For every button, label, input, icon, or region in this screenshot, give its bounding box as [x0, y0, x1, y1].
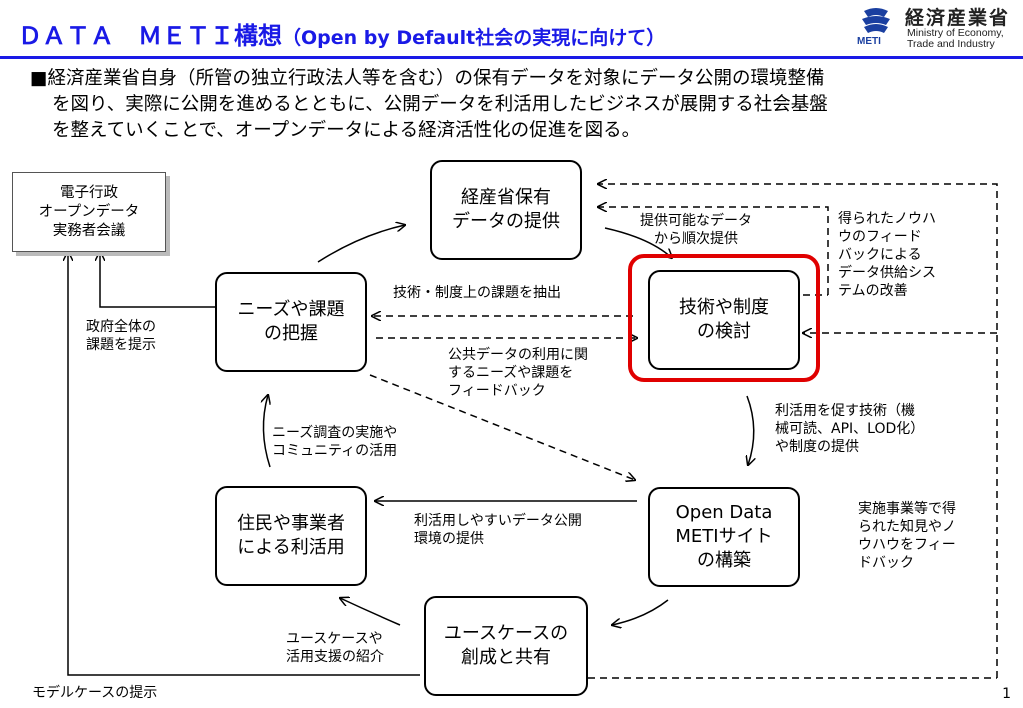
- node-tech-line-2: の検討: [697, 321, 751, 342]
- node-council: 電子行政 オープンデータ 実務者会議: [12, 172, 166, 252]
- node-residents-line-2: による利活用: [237, 537, 345, 558]
- label-provide-sequential-2: から順次提供: [654, 231, 738, 247]
- dashed-loop-top: [598, 184, 998, 678]
- label-usecase-intro-1: ユースケースや: [286, 631, 383, 647]
- node-needs: ニーズや課題 の把握: [215, 272, 367, 372]
- label-know-how-3: バックによる: [838, 247, 922, 263]
- label-public-data-feedback-3: フィードバック: [448, 383, 546, 399]
- label-promote-tech-3: や制度の提供: [775, 439, 859, 455]
- title-divider: [0, 56, 1023, 59]
- label-implement-feedback: 実施事業等で得 られた知見やノ ウハウをフィー ドバック: [858, 500, 956, 572]
- node-meti-data-line-2: データの提供: [452, 211, 560, 232]
- node-needs-line-1: ニーズや課題: [237, 299, 345, 320]
- node-site-line-2: METIサイト: [675, 526, 773, 547]
- label-public-data-feedback-2: するニーズや課題を: [448, 365, 574, 381]
- label-know-how-2: ウのフィード: [838, 229, 922, 245]
- tech-highlight-frame: [628, 254, 820, 382]
- node-residents: 住民や事業者 による利活用: [215, 486, 367, 586]
- logo-org-en-1: Ministry of Economy,: [907, 27, 1004, 39]
- label-know-how: 得られたノウハ ウのフィード バックによる データ供給シス テムの改善: [838, 210, 936, 300]
- node-site: Open Data METIサイト の構築: [648, 487, 800, 587]
- label-survey: ニーズ調査の実施や コミュニティの活用: [272, 424, 397, 460]
- intro-line-1: ■経済産業省自身（所管の独立行政法人等を含む）の保有データを対象にデータ公開の環…: [30, 68, 825, 89]
- label-easy-env: 利活用しやすいデータ公開 環境の提供: [414, 512, 582, 548]
- dashed-knowhow-to-meti-data: [598, 207, 829, 295]
- node-usecase-line-1: ユースケースの: [443, 623, 569, 644]
- arrow-usecase-to-residents: [340, 598, 401, 626]
- page-title: ＤＡＴＡ ＭＥＴＩ構想（Open by Default社会の実現に向けて）: [18, 16, 665, 51]
- label-provide-sequential: 提供可能なデータ から順次提供: [640, 212, 752, 248]
- arrow-model-case: [68, 252, 420, 676]
- label-implement-feedback-3: ウハウをフィー: [858, 537, 956, 553]
- label-know-how-4: データ供給シス: [838, 265, 936, 281]
- intro-line-3: を整えていくことで、オープンデータによる経済活性化の促進を図る。: [52, 120, 641, 141]
- node-council-line-1: 電子行政: [60, 184, 118, 201]
- node-residents-line-1: 住民や事業者: [237, 513, 345, 534]
- arrow-residents-to-needs: [263, 395, 270, 468]
- label-promote-tech-1: 利活用を促す技術（機: [775, 403, 915, 419]
- intro-line-2: を図り、実際に公開を進めるとともに、公開データを利活用したビジネスが展開する社会…: [52, 94, 828, 115]
- title-subtitle: （Open by Default社会の実現に向けて）: [282, 27, 666, 49]
- label-survey-1: ニーズ調査の実施や: [272, 425, 398, 441]
- node-tech: 技術や制度 の検討: [648, 270, 800, 370]
- logo-abbr: METI: [857, 36, 881, 47]
- label-implement-feedback-2: られた知見やノ: [858, 519, 956, 535]
- label-gov-issues-2: 課題を提示: [86, 337, 156, 353]
- node-site-line-1: Open Data: [675, 502, 773, 523]
- label-public-data-feedback-1: 公共データの利用に関: [448, 347, 588, 363]
- intro-paragraph: ■経済産業省自身（所管の独立行政法人等を含む）の保有データを対象にデータ公開の環…: [30, 66, 1005, 144]
- label-gov-issues-1: 政府全体の: [86, 319, 156, 335]
- arrow-needs-to-council: [100, 252, 215, 308]
- arrow-tech-to-site: [747, 395, 754, 465]
- arrow-site-to-usecase: [612, 599, 669, 625]
- node-site-line-3: の構築: [697, 550, 751, 571]
- node-meti-data: 経産省保有 データの提供: [430, 160, 582, 260]
- page-number: 1: [1002, 686, 1011, 702]
- node-tech-line-1: 技術や制度: [679, 297, 769, 318]
- label-implement-feedback-1: 実施事業等で得: [858, 501, 956, 517]
- label-extract-issues: 技術・制度上の課題を抽出: [393, 285, 561, 301]
- label-easy-env-1: 利活用しやすいデータ公開: [414, 513, 582, 529]
- label-gov-issues: 政府全体の 課題を提示: [86, 318, 156, 354]
- label-know-how-5: テムの改善: [838, 283, 908, 299]
- label-promote-tech: 利活用を促す技術（機 械可読、API、LOD化） や制度の提供: [775, 402, 924, 456]
- label-survey-2: コミュニティの活用: [272, 443, 398, 459]
- arrow-needs-to-meti-data: [317, 225, 405, 263]
- logo-org-en-2: Trade and Industry: [907, 38, 995, 50]
- label-usecase-intro-2: 活用支援の紹介: [286, 649, 384, 665]
- label-provide-sequential-1: 提供可能なデータ: [640, 213, 752, 229]
- label-public-data-feedback: 公共データの利用に関 するニーズや課題を フィードバック: [448, 346, 588, 400]
- label-implement-feedback-4: ドバック: [858, 555, 914, 571]
- label-model-case: モデルケースの提示: [32, 685, 158, 701]
- label-know-how-1: 得られたノウハ: [838, 211, 936, 227]
- node-council-line-2: オープンデータ: [38, 203, 140, 220]
- node-council-line-3: 実務者会議: [52, 222, 126, 239]
- label-promote-tech-2: 械可読、API、LOD化）: [775, 421, 925, 437]
- node-meti-data-line-1: 経産省保有: [461, 187, 551, 208]
- node-usecase-line-2: 創成と共有: [461, 647, 551, 668]
- title-main: ＤＡＴＡ ＭＥＴＩ構想: [18, 22, 282, 50]
- node-usecase: ユースケースの 創成と共有: [424, 596, 588, 696]
- node-needs-line-2: の把握: [264, 323, 318, 344]
- meti-logo-icon: [862, 8, 890, 33]
- label-usecase-intro: ユースケースや 活用支援の紹介: [286, 630, 384, 666]
- logo-org-jp: 経済産業省: [905, 7, 1011, 29]
- label-easy-env-2: 環境の提供: [414, 531, 484, 547]
